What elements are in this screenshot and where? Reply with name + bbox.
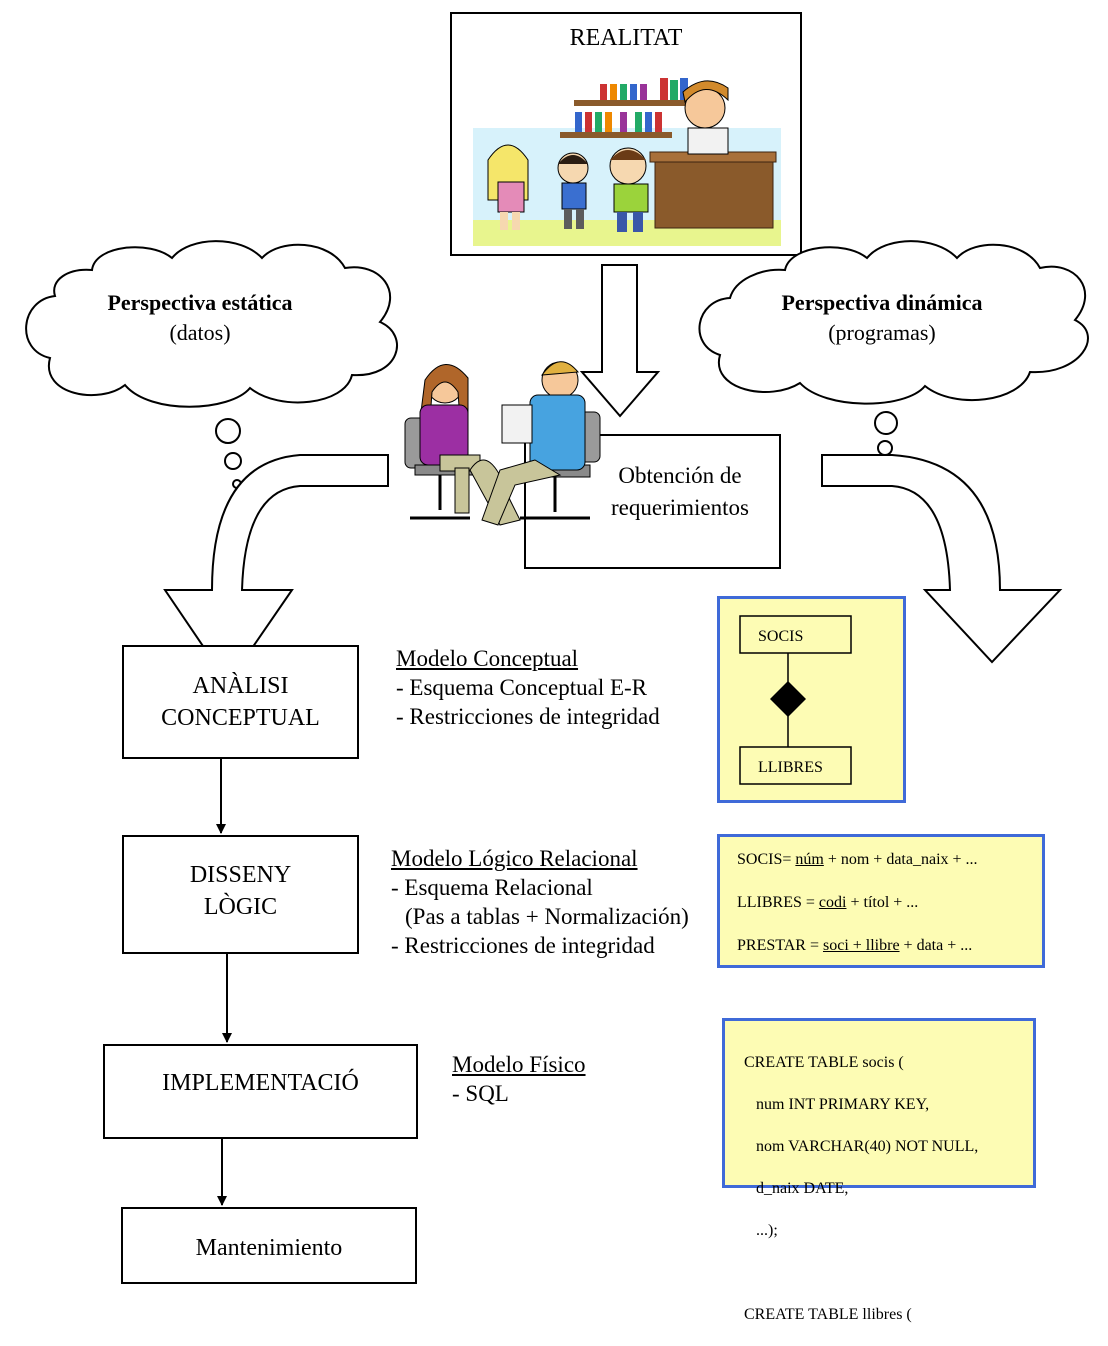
cloud-dynamic-title: Perspectiva dinámica bbox=[781, 290, 983, 315]
model-conceptual-item: - Restricciones de integridad bbox=[396, 704, 660, 729]
cloud-bubble bbox=[224, 452, 242, 470]
phase-analisi-line2: CONCEPTUAL bbox=[161, 705, 320, 731]
model-fisico: Modelo Físico - SQL bbox=[452, 1050, 586, 1108]
sql-line: CREATE TABLE llibres ( bbox=[744, 1306, 912, 1323]
relational-box: SOCIS= núm + nom + data_naix + ... LLIBR… bbox=[717, 834, 1045, 968]
cloud-static-sub: (datos) bbox=[169, 320, 231, 345]
cloud-bubble bbox=[877, 440, 893, 456]
phase-disseny-line1: DISSENY bbox=[189, 862, 292, 888]
relational-text: + data + ... bbox=[899, 937, 973, 954]
sql-blank-line bbox=[744, 1262, 1033, 1283]
phase-manteniment-label: Mantenimiento bbox=[195, 1235, 343, 1261]
sql-line: CREATE TABLE socis ( bbox=[744, 1054, 904, 1071]
cloud-dynamic-sub: (programas) bbox=[828, 320, 936, 345]
phase-implementacio-label: IMPLEMENTACIÓ bbox=[162, 1070, 359, 1096]
cloud-static-title: Perspectiva estática bbox=[107, 290, 293, 315]
model-logico-title: Modelo Lógico Relacional bbox=[391, 846, 638, 871]
entity-socis-box bbox=[739, 615, 852, 654]
model-conceptual-title: Modelo Conceptual bbox=[396, 646, 579, 671]
model-logico-item: - Esquema Relacional bbox=[391, 875, 593, 900]
model-logico-item: (Pas a tablas + Normalización) bbox=[405, 904, 689, 929]
phase-analisi-line1: ANÀLISI bbox=[192, 673, 289, 699]
relational-line: PRESTAR = soci + llibre + data + ... bbox=[737, 935, 1042, 956]
cloud-bubble bbox=[874, 411, 898, 435]
er-diagram-box: SOCIS LLIBRES bbox=[717, 596, 906, 803]
diagram-canvas bbox=[25, 12, 1089, 1284]
er-relationship-diamond bbox=[770, 681, 806, 717]
relational-key: núm bbox=[795, 851, 824, 868]
cloud-dynamic-text: Perspectiva dinámica (programas) bbox=[742, 288, 1022, 348]
model-fisico-item: - SQL bbox=[452, 1081, 509, 1106]
relational-line: LLIBRES = codi + títol + ... bbox=[737, 892, 1042, 935]
relational-text: PRESTAR = bbox=[737, 937, 823, 954]
relational-line: SOCIS= núm + nom + data_naix + ... bbox=[737, 849, 1042, 892]
interview-illustration bbox=[404, 361, 601, 526]
entity-llibres-box bbox=[739, 746, 852, 785]
model-conceptual: Modelo Conceptual - Esquema Conceptual E… bbox=[396, 644, 660, 731]
realitat-title: REALITAT bbox=[569, 25, 683, 51]
sql-line: ...); bbox=[744, 1222, 778, 1239]
phase-disseny-line2: LÒGIC bbox=[203, 894, 278, 920]
cloud-bubble bbox=[215, 418, 241, 444]
cloud-static-text: Perspectiva estática (datos) bbox=[60, 288, 340, 348]
phase-box-manteniment bbox=[121, 1207, 417, 1284]
entity-llibres-label: LLIBRES bbox=[758, 759, 823, 776]
relational-text: SOCIS= bbox=[737, 851, 796, 868]
sql-line: d_naix DATE, bbox=[744, 1180, 849, 1197]
cloud-static bbox=[25, 240, 398, 408]
model-logico: Modelo Lógico Relacional - Esquema Relac… bbox=[391, 844, 689, 960]
relational-text: + títol + ... bbox=[846, 894, 919, 911]
cloud-dynamic bbox=[698, 240, 1089, 405]
sql-box: CREATE TABLE socis ( num INT PRIMARY KEY… bbox=[722, 1018, 1036, 1323]
phase-disseny-label: DISSENY LÒGIC bbox=[123, 859, 358, 923]
requirements-line1: Obtención de bbox=[618, 463, 742, 488]
requirements-line2: requerimientos bbox=[611, 495, 749, 520]
down-arrow-realitat bbox=[579, 264, 661, 418]
relational-key: soci + llibre bbox=[822, 937, 900, 954]
curved-arrow-right bbox=[821, 454, 1063, 664]
phase-box-analisi bbox=[122, 645, 359, 759]
requirements-text: Obtención de requerimientos bbox=[580, 460, 780, 524]
phase-box-implementacio bbox=[103, 1044, 418, 1139]
entity-socis-label: SOCIS bbox=[758, 628, 804, 645]
relational-key: codi bbox=[818, 894, 847, 911]
sql-line: nom VARCHAR(40) NOT NULL, bbox=[744, 1138, 979, 1155]
relational-text: LLIBRES = bbox=[737, 894, 819, 911]
er-diagram bbox=[739, 615, 852, 785]
model-conceptual-item: - Esquema Conceptual E-R bbox=[396, 675, 648, 700]
sql-line: num INT PRIMARY KEY, bbox=[744, 1096, 930, 1113]
library-illustration bbox=[473, 78, 781, 246]
phase-box-disseny bbox=[122, 835, 359, 954]
phase-analisi-label: ANÀLISI CONCEPTUAL bbox=[123, 670, 358, 734]
curved-arrow-left bbox=[163, 454, 389, 685]
model-logico-item: - Restricciones de integridad bbox=[391, 933, 655, 958]
relational-text: + nom + data_naix + ... bbox=[823, 851, 978, 868]
model-fisico-title: Modelo Físico bbox=[452, 1052, 586, 1077]
